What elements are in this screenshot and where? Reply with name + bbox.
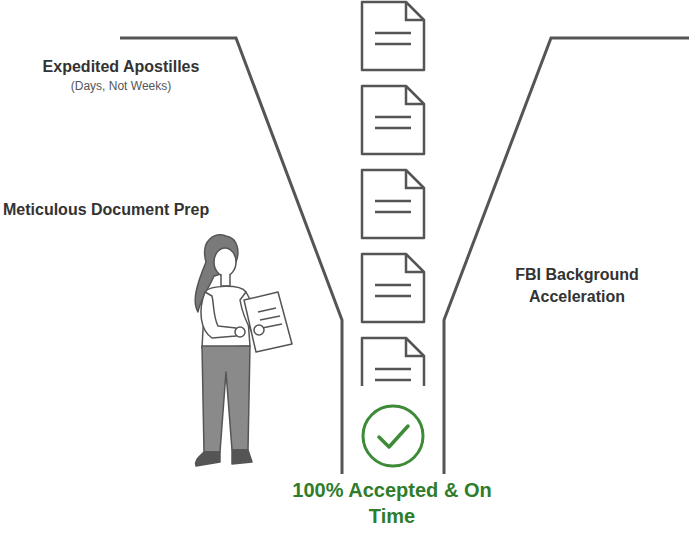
document-icon	[362, 254, 424, 322]
service-note: (Days, Not Weeks)	[21, 78, 221, 94]
document-icon	[362, 338, 424, 386]
document-outline	[362, 86, 424, 154]
document-lines	[375, 117, 411, 128]
check-mark	[379, 426, 408, 447]
document-outline	[362, 170, 424, 238]
document-lines	[375, 369, 411, 380]
document-icon	[362, 86, 424, 154]
service-label: FBI Background Acceleration	[487, 264, 667, 308]
document-icon	[362, 170, 424, 238]
document-lines	[375, 285, 411, 296]
document-fold	[406, 254, 424, 272]
document-fold	[406, 170, 424, 188]
document-outline	[362, 338, 424, 386]
document-stack	[362, 2, 424, 386]
document-fold	[406, 2, 424, 20]
service-label: Expedited Apostilles	[21, 57, 221, 77]
funnel-left-wall	[120, 38, 342, 474]
document-fold	[406, 338, 424, 356]
service-label: Meticulous Document Prep	[3, 200, 293, 220]
document-fold	[406, 86, 424, 104]
funnel-right-wall	[444, 38, 689, 474]
woman-figure	[195, 235, 292, 466]
document-icon	[362, 2, 424, 70]
document-outline	[362, 254, 424, 322]
document-lines	[375, 33, 411, 44]
document-lines	[375, 201, 411, 212]
document-outline	[362, 2, 424, 70]
result-label: 100% Accepted & On Time	[282, 477, 502, 529]
check-circle	[363, 406, 423, 466]
